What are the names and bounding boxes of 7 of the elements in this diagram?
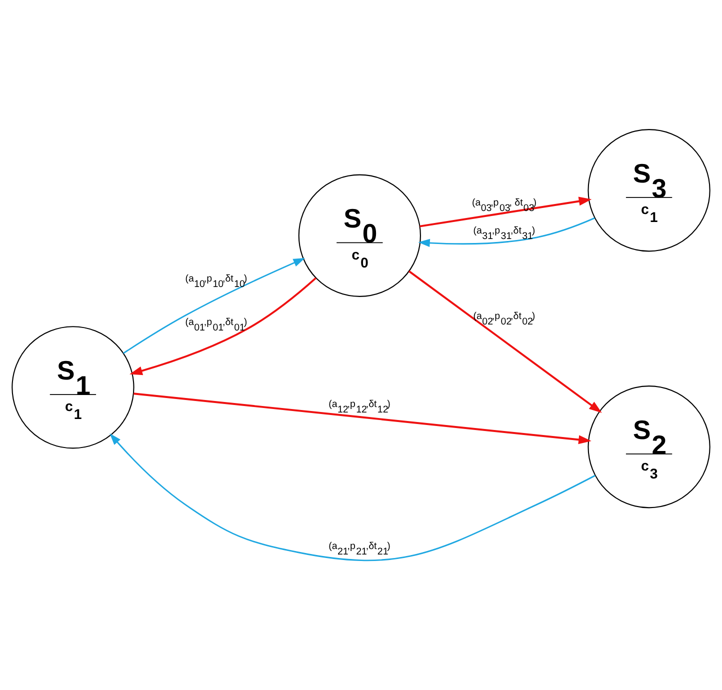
arrow [123,258,306,354]
arrow [134,392,592,444]
arrow [130,277,316,376]
arrow [110,433,596,562]
arrow [418,217,595,248]
arrow [408,270,602,413]
arrow [420,196,592,228]
